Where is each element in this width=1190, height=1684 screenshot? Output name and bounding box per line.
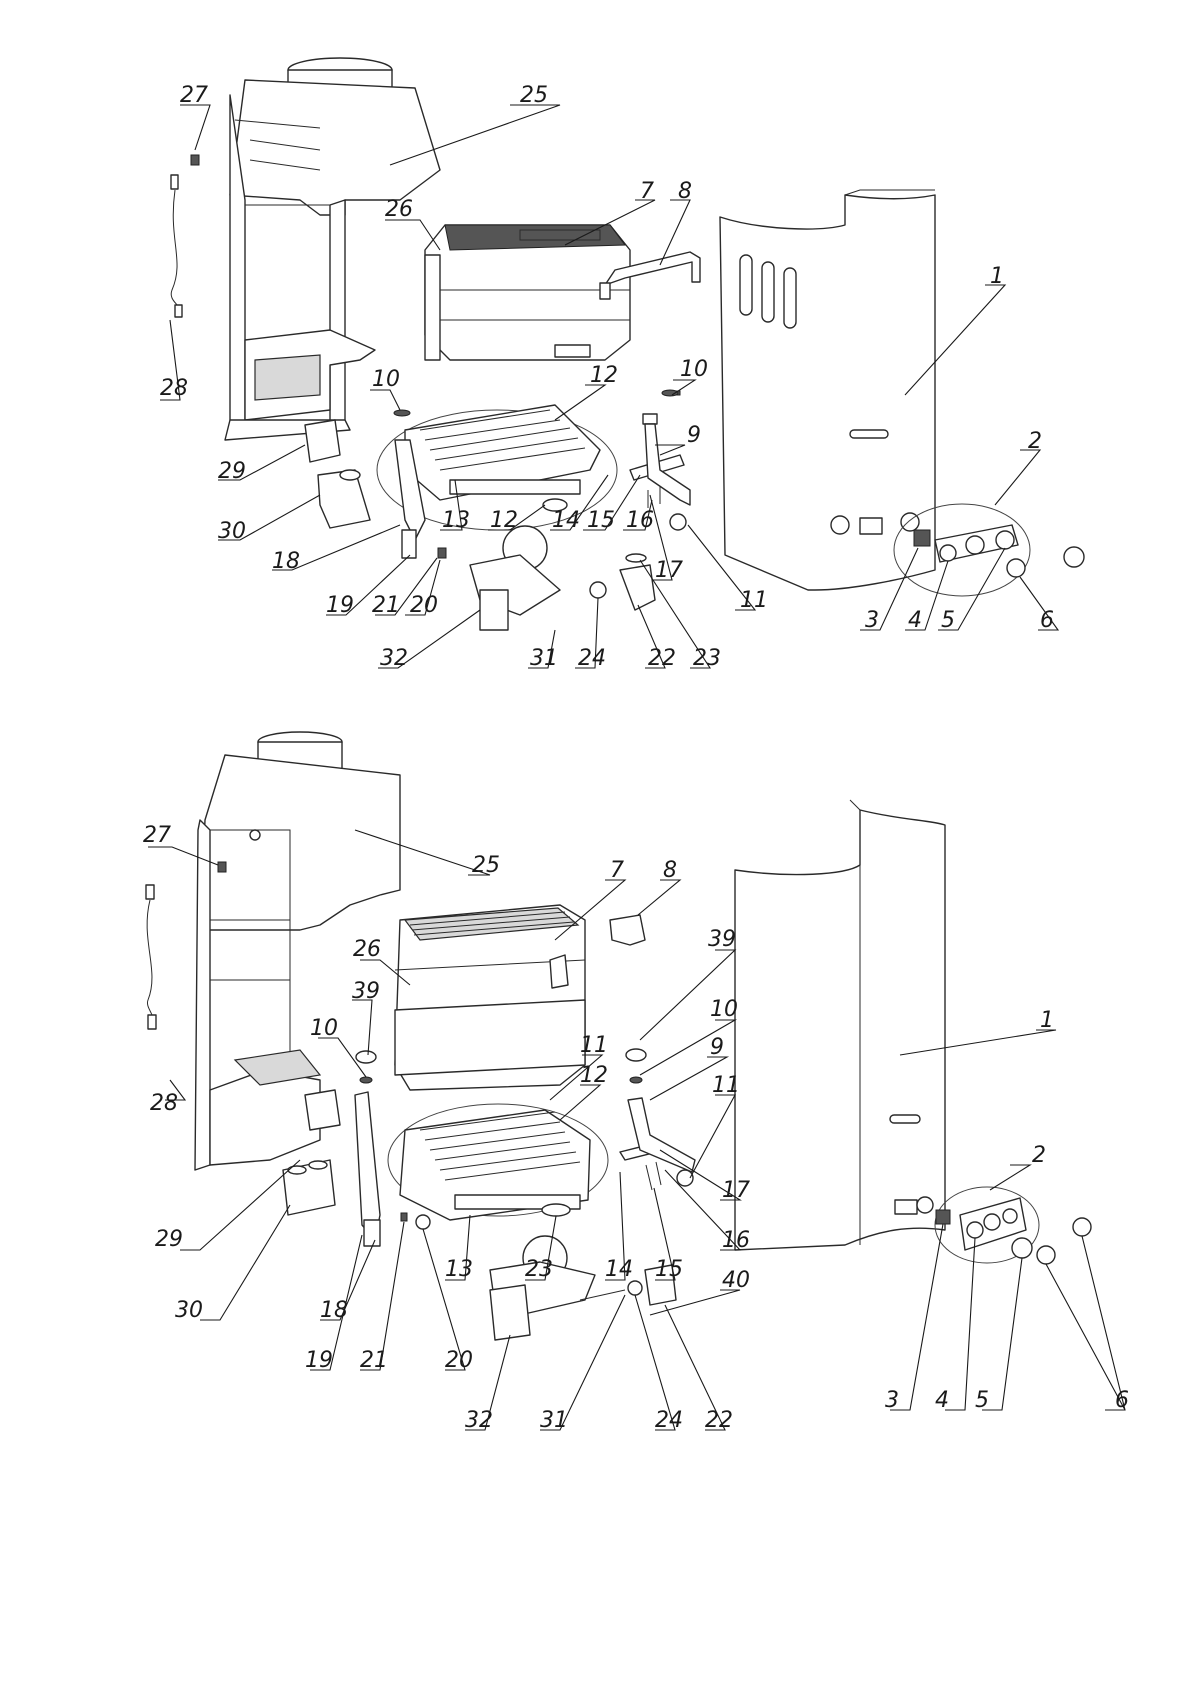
part-battery-box-b <box>282 1089 341 1216</box>
callout-top-21: 20 <box>410 593 438 618</box>
callout-bottom-2: 2 <box>1032 1143 1046 1168</box>
callout-bottom-24: 23 <box>525 1257 553 1282</box>
callout-bottom-17: 16 <box>722 1228 750 1253</box>
part-overheat-sensor-and-wire-b <box>145 861 227 1030</box>
callout-top-32: 31 <box>530 646 558 671</box>
callout-bottom-15: 14 <box>605 1257 633 1282</box>
callout-bottom-3: 3 <box>885 1388 899 1413</box>
callout-top-23: 22 <box>648 646 676 671</box>
part-gas-valve-block <box>394 439 656 631</box>
callout-bottom-21: 20 <box>445 1348 473 1373</box>
callout-top-4: 4 <box>908 608 922 633</box>
part-frame-draft-hood <box>224 57 441 441</box>
callout-top-30: 29 <box>218 459 246 484</box>
part-burner-assembly <box>376 404 685 531</box>
part-frame-draft-hood-b <box>194 731 401 1171</box>
callout-top-17: 16 <box>626 508 654 533</box>
callout-top-31: 30 <box>218 519 246 544</box>
callout-bottom-20: 19 <box>305 1348 333 1373</box>
callout-bottom-9: 9 <box>710 1035 724 1060</box>
part-front-casing <box>719 189 936 591</box>
callout-top-6: 6 <box>1040 608 1054 633</box>
callout-top-16: 15 <box>587 508 615 533</box>
callout-bottom-1: 1 <box>1040 1008 1054 1033</box>
callout-bottom-39b: 39 <box>708 927 736 952</box>
callout-top-24: 23 <box>693 646 721 671</box>
callout-top-11: 11 <box>740 588 768 613</box>
callout-top-18: 17 <box>655 558 683 583</box>
callout-bottom-14: 13 <box>445 1257 473 1282</box>
callout-bottom-10b: 10 <box>710 997 738 1022</box>
part-burner-assembly-b <box>387 1103 666 1221</box>
callout-top-7: 7 <box>640 179 654 204</box>
callout-top-29: 28 <box>160 376 188 401</box>
callout-top-19: 18 <box>272 549 300 574</box>
callout-top-14: 13 <box>442 508 470 533</box>
callout-bottom-5: 5 <box>975 1388 989 1413</box>
callout-top-3: 3 <box>865 608 879 633</box>
callout-top-33: 32 <box>380 646 408 671</box>
part-outlet-pipe <box>599 251 701 300</box>
part-battery-box <box>304 419 371 529</box>
part-overheat-sensor-and-wire <box>170 154 200 318</box>
callout-labels-bottom: 27 25 7 8 26 39 39 10 10 9 1 28 11 12 11… <box>143 823 1129 1433</box>
callout-bottom-28: 27 <box>143 823 171 848</box>
callout-bottom-12: 11 <box>580 1033 608 1058</box>
callout-top-9: 9 <box>687 423 701 448</box>
part-gas-valve-block-b <box>400 1203 677 1341</box>
callout-bottom-4: 4 <box>935 1388 949 1413</box>
callout-bottom-27: 26 <box>353 937 381 962</box>
callout-top-25: 24 <box>578 646 606 671</box>
callout-bottom-6: 6 <box>1115 1388 1129 1413</box>
callout-top-27: 26 <box>385 197 413 222</box>
callout-bottom-32: 31 <box>540 1408 568 1433</box>
callout-bottom-22: 21 <box>360 1348 388 1373</box>
callout-top-5: 5 <box>941 608 955 633</box>
callout-bottom-23: 22 <box>705 1408 733 1433</box>
callout-bottom-39a: 39 <box>352 979 380 1004</box>
part-heat-exchanger-b <box>394 904 586 1091</box>
callout-leaders-top <box>160 104 1060 669</box>
callout-bottom-33: 32 <box>465 1408 493 1433</box>
callout-bottom-29: 28 <box>150 1091 178 1116</box>
callout-labels-top: 27 25 26 7 8 1 2 28 10 10 12 9 29 30 18 … <box>160 83 1054 671</box>
callout-top-10b: 10 <box>680 357 708 382</box>
callout-bottom-19: 18 <box>320 1298 348 1323</box>
part-heat-exchanger <box>424 224 631 361</box>
part-control-panel-b <box>934 1186 1092 1265</box>
callout-top-8: 8 <box>678 179 692 204</box>
callout-top-2: 2 <box>1028 429 1042 454</box>
callout-top-28: 27 <box>180 83 208 108</box>
callout-top-1: 1 <box>990 264 1004 289</box>
callout-top-20: 19 <box>326 593 354 618</box>
callout-top-26: 25 <box>520 83 548 108</box>
callout-top-22: 21 <box>372 593 400 618</box>
callout-bottom-10a: 10 <box>310 1016 338 1041</box>
callout-top-10a: 10 <box>372 367 400 392</box>
callout-bottom-18: 17 <box>722 1178 750 1203</box>
part-water-inlet-pipe-b <box>354 1048 696 1247</box>
callout-bottom-8: 8 <box>663 858 677 883</box>
part-front-casing-b <box>734 799 946 1251</box>
callout-bottom-16: 15 <box>655 1257 683 1282</box>
exploded-view-bottom: 27 25 7 8 26 39 39 10 10 9 1 28 11 12 11… <box>143 731 1129 1433</box>
callout-bottom-26: 25 <box>472 853 500 878</box>
callout-top-12: 12 <box>590 363 618 388</box>
part-control-panel <box>893 503 1085 597</box>
part-bracket <box>549 914 646 989</box>
callout-bottom-7: 7 <box>610 858 624 883</box>
callout-top-13: 12 <box>490 508 518 533</box>
callout-bottom-40: 40 <box>722 1268 750 1293</box>
callout-top-15: 14 <box>552 508 580 533</box>
callout-bottom-11: 11 <box>712 1073 740 1098</box>
callout-bottom-31: 30 <box>175 1298 203 1323</box>
callout-bottom-25: 24 <box>655 1408 683 1433</box>
exploded-view-top: 27 25 26 7 8 1 2 28 10 10 12 9 29 30 18 … <box>160 57 1085 671</box>
callout-leaders-bottom <box>148 829 1126 1431</box>
callout-bottom-13: 12 <box>580 1063 608 1088</box>
callout-bottom-30: 29 <box>155 1227 183 1252</box>
